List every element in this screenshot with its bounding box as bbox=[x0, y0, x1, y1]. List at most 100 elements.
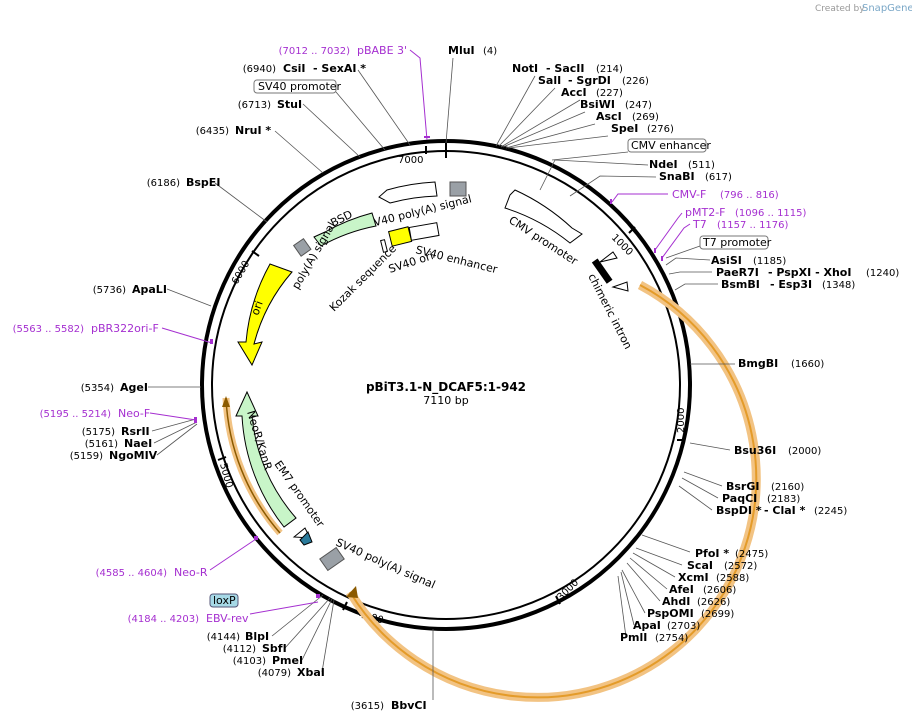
t7-promoter-leader bbox=[665, 245, 701, 259]
svg-text:(1096 .. 1115): (1096 .. 1115) bbox=[735, 208, 807, 219]
enzyme-label-apai: ApaI (2703) bbox=[633, 619, 700, 632]
enzyme-label-xbai: (4079) XbaI bbox=[258, 666, 325, 679]
svg-text:(6713): (6713) bbox=[238, 100, 271, 111]
chimeric-intron-arrow bbox=[611, 281, 629, 292]
svg-text:(2754): (2754) bbox=[655, 633, 688, 644]
kozak-marker bbox=[380, 239, 388, 253]
enzyme-label-asci: AscI (269) bbox=[596, 110, 659, 123]
enzyme-label-afei: AfeI (2606) bbox=[669, 583, 736, 596]
svg-text:(2475): (2475) bbox=[735, 549, 768, 560]
grey-feature-top bbox=[449, 181, 467, 197]
credit-brand: SnapGene bbox=[862, 3, 912, 14]
svg-text:BsmBI: BsmBI bbox=[721, 278, 760, 291]
enzyme-label-sbfi: (4112) SbfI bbox=[223, 642, 287, 655]
svg-text:SV40 promoter: SV40 promoter bbox=[258, 80, 342, 93]
boxed-label-sv40-promoter: SV40 promoter bbox=[253, 79, 342, 94]
svg-text:(6940): (6940) bbox=[243, 64, 276, 75]
svg-text:MluI: MluI bbox=[448, 44, 475, 57]
svg-text:Neo-R: Neo-R bbox=[174, 566, 208, 579]
enzyme-label-paer7i: PaeR7I - PspXI - XhoI (1240) bbox=[716, 266, 899, 279]
svg-text:(2245): (2245) bbox=[814, 506, 847, 517]
svg-text:(269): (269) bbox=[632, 112, 659, 123]
bsd-arrow bbox=[313, 212, 377, 247]
svg-text:- SacII: - SacII bbox=[546, 62, 584, 75]
enzyme-label-nrui: (6435) NruI * bbox=[196, 124, 272, 137]
svg-text:NruI *: NruI * bbox=[235, 124, 271, 137]
svg-text:AsiSI: AsiSI bbox=[711, 254, 742, 267]
svg-text:(2699): (2699) bbox=[701, 609, 734, 620]
svg-text:PmeI: PmeI bbox=[272, 654, 303, 667]
svg-text:SnaBI: SnaBI bbox=[659, 170, 695, 183]
svg-text:(796 .. 816): (796 .. 816) bbox=[720, 190, 779, 201]
grey-feature-bottom bbox=[319, 546, 345, 572]
svg-text:AgeI: AgeI bbox=[120, 381, 148, 394]
neor-arrow bbox=[235, 390, 297, 528]
svg-text:- ClaI *: - ClaI * bbox=[764, 504, 806, 517]
grey-feature-polya bbox=[292, 237, 312, 257]
svg-text:PaqCI: PaqCI bbox=[722, 492, 757, 505]
svg-text:AfeI: AfeI bbox=[669, 583, 694, 596]
svg-text:ApaLI: ApaLI bbox=[132, 283, 167, 296]
neo-orf-arc bbox=[225, 397, 281, 534]
enzyme-label-paqci: PaqCI (2183) bbox=[722, 492, 800, 505]
svg-text:(5161): (5161) bbox=[85, 439, 118, 450]
svg-text:(214): (214) bbox=[596, 64, 623, 75]
svg-text:(2626): (2626) bbox=[697, 597, 730, 608]
svg-text:(5563 .. 5582): (5563 .. 5582) bbox=[13, 324, 85, 335]
enzyme-label-stui: (6713) StuI bbox=[238, 98, 302, 111]
svg-text:XcmI: XcmI bbox=[678, 571, 709, 584]
svg-text:NgoMIV: NgoMIV bbox=[109, 449, 158, 462]
cmv-promoter-arrow bbox=[504, 189, 583, 244]
svg-text:AscI: AscI bbox=[596, 110, 622, 123]
plasmid-size: 7110 bp bbox=[423, 394, 468, 407]
enzyme-label-csii: (6940) CsiI - SexAI * bbox=[243, 62, 367, 75]
svg-text:Bsu36I: Bsu36I bbox=[734, 444, 776, 457]
svg-text:(4103): (4103) bbox=[233, 656, 266, 667]
cmv-enhancer-leader bbox=[551, 151, 629, 161]
feature-sv40-polya-bottom: SV40 poly(A) signal bbox=[334, 536, 437, 592]
svg-text:PspOMI: PspOMI bbox=[647, 607, 694, 620]
svg-text:NdeI: NdeI bbox=[649, 158, 678, 171]
svg-text:(3615): (3615) bbox=[351, 701, 384, 712]
svg-text:CMV-F: CMV-F bbox=[672, 188, 706, 201]
sv40-enhancer-box bbox=[408, 222, 440, 241]
svg-text:RsrII: RsrII bbox=[121, 425, 150, 438]
svg-text:SbfI: SbfI bbox=[262, 642, 287, 655]
svg-text:(1157 .. 1176): (1157 .. 1176) bbox=[717, 220, 789, 231]
svg-text:(2588): (2588) bbox=[716, 573, 749, 584]
orf-arc bbox=[349, 284, 758, 699]
enzyme-label-scai: ScaI (2572) bbox=[687, 559, 757, 572]
svg-text:ScaI: ScaI bbox=[687, 559, 713, 572]
svg-text:SalI: SalI bbox=[538, 74, 561, 87]
chimeric-intron-bar bbox=[591, 258, 613, 284]
primer-label-neo-f: (5195 .. 5214) Neo-F bbox=[40, 407, 151, 420]
enzyme-label-asisi: AsiSI (1185) bbox=[711, 254, 786, 267]
svg-text:(226): (226) bbox=[622, 76, 649, 87]
svg-text:(5159): (5159) bbox=[70, 451, 103, 462]
enzyme-label-agei: (5354) AgeI bbox=[81, 381, 148, 394]
feature-kozak: Kozak sequence bbox=[327, 242, 399, 314]
boxed-label-cmv-enhancer: CMV enhancer bbox=[627, 138, 711, 153]
primer-label-pbr322ori-f: (5563 .. 5582) pBR322ori-F bbox=[13, 322, 159, 335]
neo-orf-arrowhead bbox=[222, 396, 230, 407]
sv40-promoter-leader bbox=[335, 91, 386, 151]
svg-text:(2183): (2183) bbox=[767, 494, 800, 505]
svg-text:EBV-rev: EBV-rev bbox=[206, 612, 249, 625]
enzyme-label-ndei: NdeI (511) bbox=[649, 158, 715, 171]
enzyme-label-rsrii: (5175) RsrII bbox=[82, 425, 150, 438]
primer-label-ebv-rev: (4184 .. 4203) EBV-rev bbox=[128, 612, 249, 625]
primer-label-pbabe3: (7012 .. 7032) pBABE 3' bbox=[279, 44, 408, 57]
tick-7000: 7000 bbox=[398, 155, 423, 166]
svg-text:XbaI: XbaI bbox=[297, 666, 325, 679]
svg-text:(2000): (2000) bbox=[788, 446, 821, 457]
svg-text:pBABE 3': pBABE 3' bbox=[357, 44, 407, 57]
enzyme-label-acci: AccI (227) bbox=[561, 86, 623, 99]
svg-text:(4112): (4112) bbox=[223, 644, 256, 655]
svg-text:BlpI: BlpI bbox=[245, 630, 269, 643]
svg-text:- PspXI - XhoI: - PspXI - XhoI bbox=[768, 266, 851, 279]
enzyme-label-ahdi: AhdI (2626) bbox=[662, 595, 730, 608]
svg-text:(227): (227) bbox=[596, 88, 623, 99]
enzyme-label-xcmi: XcmI (2588) bbox=[678, 571, 749, 584]
feature-ori: ori bbox=[249, 299, 266, 317]
enzyme-label-noti: NotI - SacII (214) bbox=[512, 62, 623, 75]
